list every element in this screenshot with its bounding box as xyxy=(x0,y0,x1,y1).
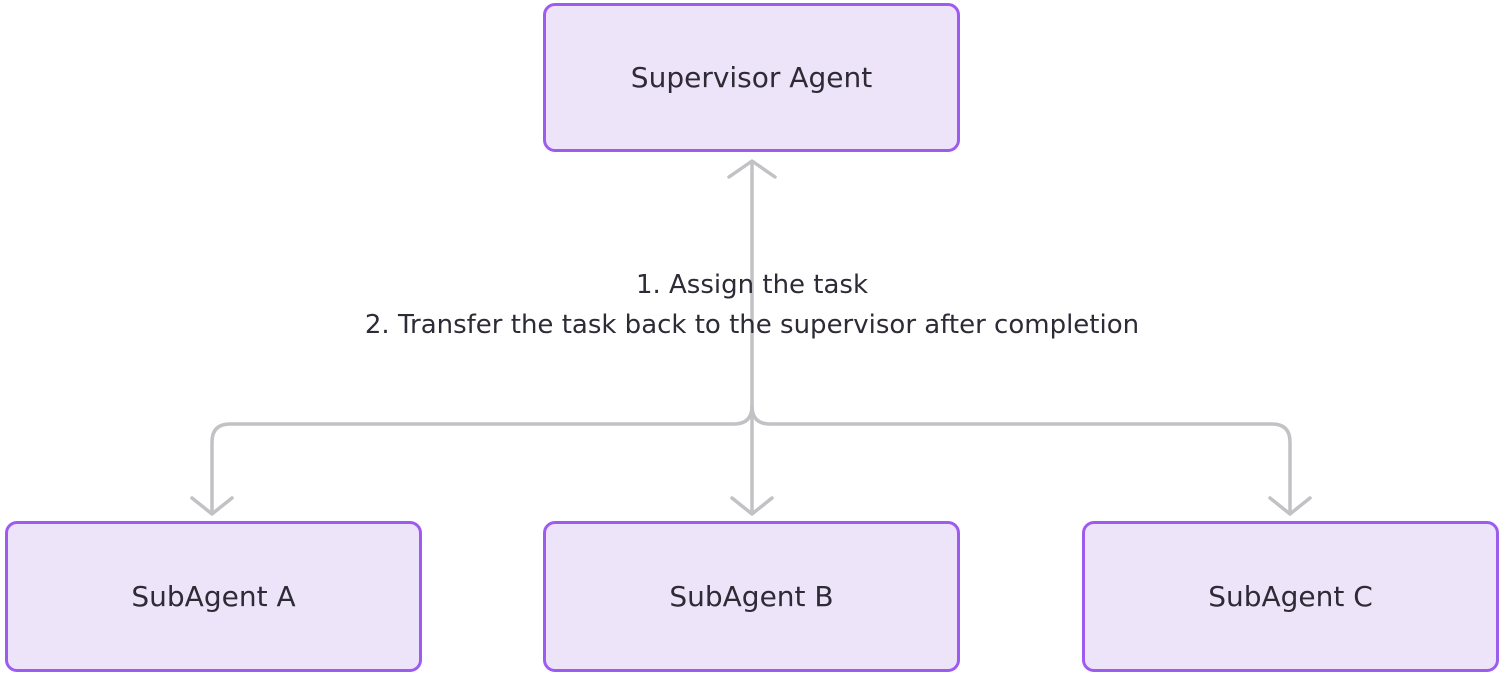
edge-label: 1. Assign the task 2. Transfer the task … xyxy=(152,265,1352,345)
arrowhead-down-middle-icon xyxy=(730,496,774,516)
node-subagent-b-label: SubAgent B xyxy=(669,580,834,613)
edge-branch-right xyxy=(750,404,1292,512)
node-supervisor-agent: Supervisor Agent xyxy=(543,3,960,152)
arrowhead-up-icon xyxy=(727,159,777,179)
arrowhead-down-left-icon xyxy=(190,496,234,516)
edge-label-line2: 2. Transfer the task back to the supervi… xyxy=(364,310,1140,340)
edge-branch-left xyxy=(210,404,754,512)
node-subagent-b: SubAgent B xyxy=(543,521,960,672)
node-supervisor-agent-label: Supervisor Agent xyxy=(630,61,873,94)
node-subagent-a-label: SubAgent A xyxy=(131,580,296,613)
node-subagent-a: SubAgent A xyxy=(5,521,422,672)
edge-label-line1: 1. Assign the task xyxy=(635,270,869,300)
node-subagent-c: SubAgent C xyxy=(1082,521,1499,672)
node-subagent-c-label: SubAgent C xyxy=(1208,580,1373,613)
arrowhead-down-right-icon xyxy=(1268,496,1312,516)
